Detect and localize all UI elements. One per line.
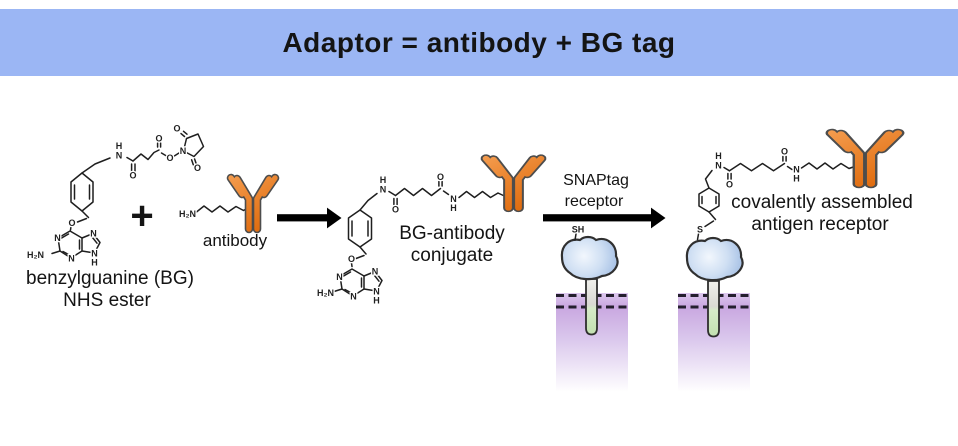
atom-label-o: O [155, 134, 162, 144]
product2-label-line2: antigen receptor [751, 214, 889, 235]
arrow2-label-line1: SNAPtag [563, 172, 629, 189]
snaptag-domain [685, 236, 744, 282]
antibody-label: antibody [203, 231, 268, 250]
snaptag-domain [560, 235, 619, 281]
atom-label-h2n: H₂N [317, 288, 334, 298]
atom-label-h2n: H₂N [27, 250, 44, 260]
atom-label-o: O [68, 218, 75, 228]
snaptag-receptor-group: SH [554, 223, 630, 394]
product1-label-line1: BG-antibody [399, 223, 505, 244]
atom-label-n: N [715, 161, 722, 171]
atom-label-n: N [68, 254, 75, 264]
bg-nhs-ester-structure: H N O O O N O O O N N N N H H₂N [26, 122, 205, 269]
plus-sign: + [130, 194, 153, 238]
antibody-icon [231, 178, 275, 229]
atom-label-n: N [373, 287, 380, 297]
atom-label-o: O [173, 124, 180, 134]
assembled-receptor-group: H N O O N H S [676, 133, 898, 394]
atom-label-o: O [129, 171, 136, 181]
antibody-icon [486, 159, 541, 208]
atom-label-h: H [380, 175, 387, 185]
figure-title: Adaptor = antibody + BG tag [282, 26, 676, 58]
atom-label-h: H [715, 151, 722, 161]
atom-label-h: H [450, 203, 457, 213]
atom-label-o: O [194, 163, 201, 173]
antibody-reactant-group: H₂N antibody [178, 178, 275, 250]
reaction-arrow-1 [277, 207, 342, 229]
atom-label-n: N [350, 292, 357, 302]
receptor-stalk [585, 278, 598, 336]
atom-label-n: N [90, 229, 97, 239]
antibody-icon [832, 133, 898, 184]
atom-label-s: S [697, 225, 703, 235]
atom-label-n: N [91, 249, 98, 259]
atom-label-o: O [437, 172, 444, 182]
reactant1-label-line1: benzylguanine (BG) [26, 268, 194, 289]
atom-label-n: N [336, 272, 343, 282]
atom-label-o: O [166, 153, 173, 163]
atom-label-o: O [348, 254, 355, 264]
reactant1-label-line2: NHS ester [63, 290, 151, 311]
bg-antibody-conjugate-structure: H N O O N H O N N N N H H₂N [316, 159, 541, 307]
atom-label-h: H [91, 258, 98, 268]
atom-label-o: O [392, 205, 399, 215]
receptor-stalk [707, 280, 720, 338]
atom-label-n: N [793, 165, 800, 175]
atom-label-n: N [180, 146, 187, 156]
atom-label-o: O [726, 180, 733, 190]
reaction-arrow-2 [543, 207, 666, 229]
atom-label-h2n: H₂N [179, 209, 196, 219]
product2-label-line1: covalently assembled [731, 192, 913, 213]
atom-label-h: H [373, 296, 380, 306]
atom-label-n: N [54, 233, 61, 243]
atom-label-sh: SH [572, 225, 585, 235]
arrow2-label-line2: receptor [565, 193, 624, 210]
atom-label-n: N [116, 151, 123, 161]
title-banner: Adaptor = antibody + BG tag [0, 9, 958, 76]
atom-label-n: N [450, 194, 457, 204]
atom-label-h: H [793, 174, 800, 184]
atom-label-o: O [781, 147, 788, 157]
atom-label-h: H [116, 141, 123, 151]
atom-label-n: N [372, 267, 379, 277]
atom-label-n: N [380, 185, 387, 195]
product1-label-line2: conjugate [411, 245, 493, 266]
